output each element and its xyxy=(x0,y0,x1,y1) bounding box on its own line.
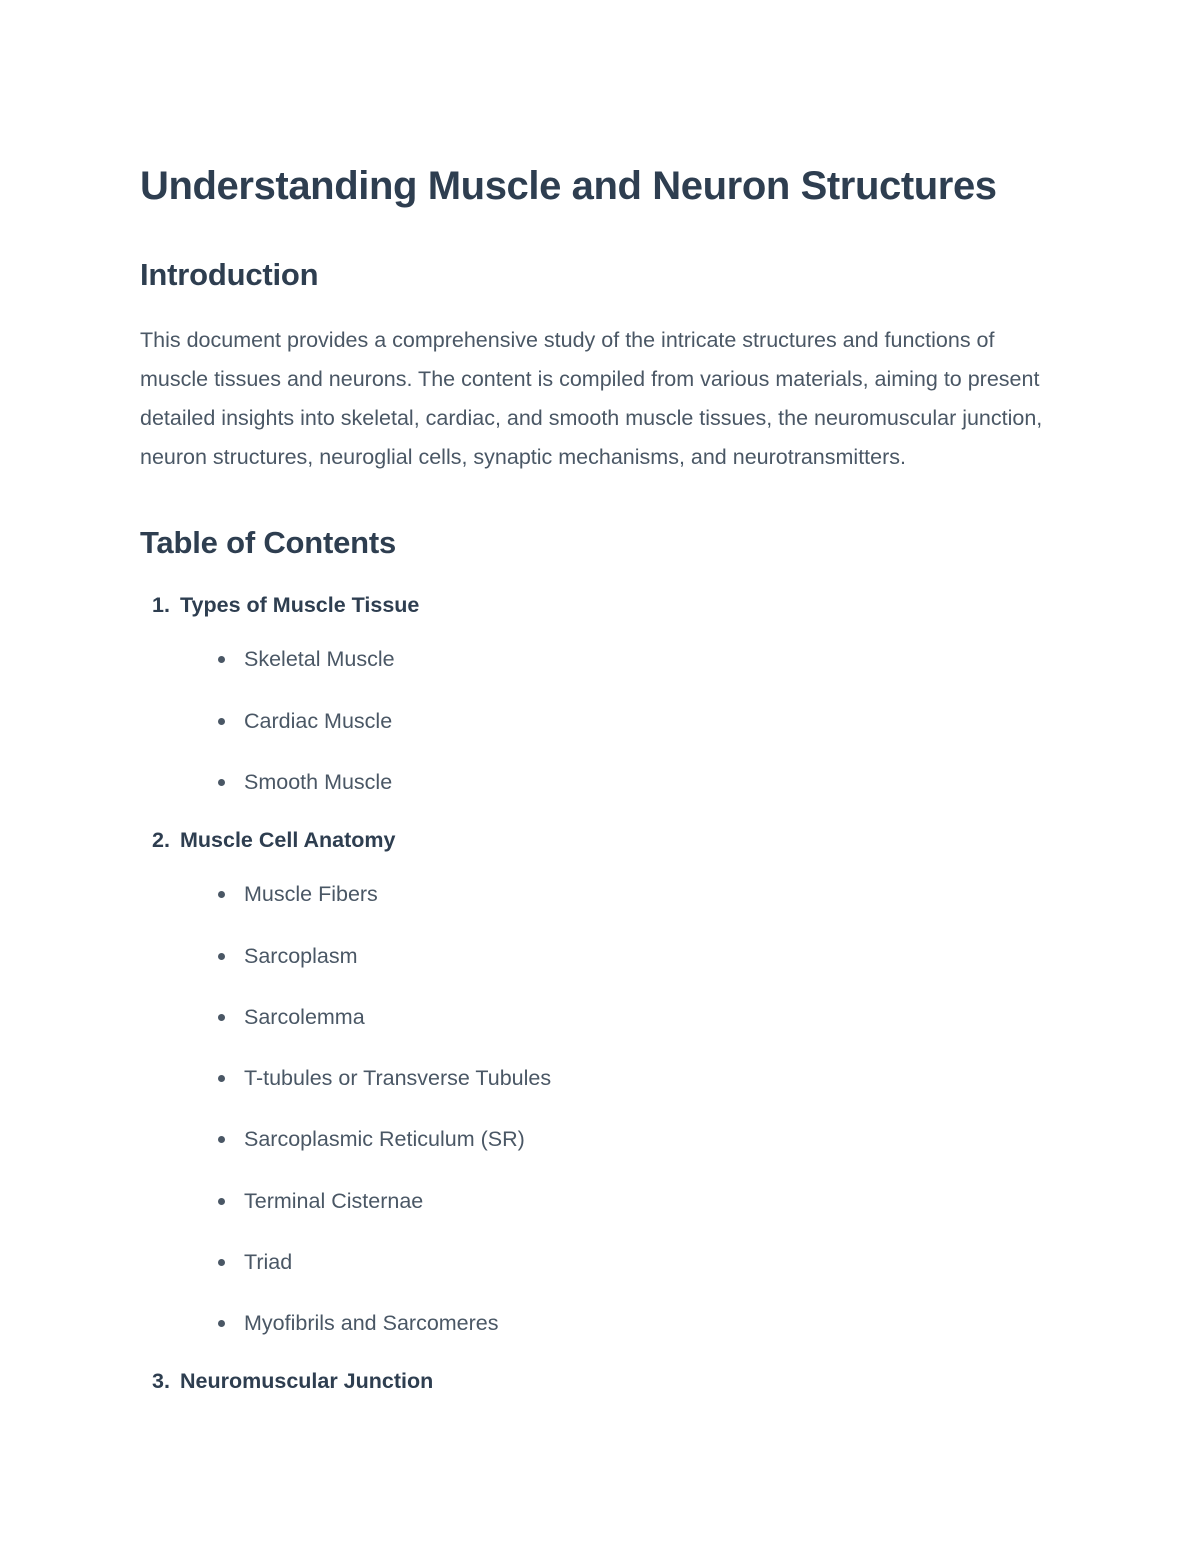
list-item-label: Cardiac Muscle xyxy=(244,708,393,733)
list-item[interactable]: Myofibrils and Sarcomeres xyxy=(218,1307,1060,1339)
page-title: Understanding Muscle and Neuron Structur… xyxy=(140,164,997,208)
list-item-label: Terminal Cisternae xyxy=(244,1188,424,1213)
toc-sublist: Skeletal Muscle Cardiac Muscle Smooth Mu… xyxy=(180,643,1060,798)
list-item-label: Sarcoplasmic Reticulum (SR) xyxy=(244,1127,525,1152)
list-item[interactable]: Muscle Fibers xyxy=(218,878,1060,910)
bullet-icon xyxy=(218,1197,225,1205)
bullet-icon xyxy=(218,717,225,725)
bullet-icon xyxy=(218,891,225,899)
list-item[interactable]: Terminal Cisternae xyxy=(218,1185,1060,1217)
list-item-label: Sarcolemma xyxy=(244,1004,365,1029)
list-item-label: Skeletal Muscle xyxy=(244,647,395,672)
bullet-icon xyxy=(218,1075,225,1083)
bullet-icon xyxy=(218,778,225,786)
toc-entry-types-of-muscle-tissue[interactable]: Types of Muscle Tissue Skeletal Muscle C… xyxy=(180,589,1060,798)
toc-entry-label[interactable]: Types of Muscle Tissue xyxy=(180,593,420,618)
list-item[interactable]: Sarcoplasm xyxy=(218,940,1060,972)
introduction-heading: Introduction xyxy=(140,256,319,292)
introduction-paragraph: This document provides a comprehensive s… xyxy=(140,328,1043,469)
bullet-icon xyxy=(218,1320,225,1328)
list-item-label: Sarcoplasm xyxy=(244,943,358,968)
toc-sublist: Muscle Fibers Sarcoplasm Sarcolemma T-tu… xyxy=(180,878,1060,1339)
toc-entry-neuromuscular-junction[interactable]: Neuromuscular Junction xyxy=(180,1365,1060,1397)
bullet-icon xyxy=(218,952,225,960)
list-item-label: Muscle Fibers xyxy=(244,882,378,907)
bullet-icon xyxy=(218,1136,225,1144)
list-item[interactable]: T-tubules or Transverse Tubules xyxy=(218,1062,1060,1094)
list-item-label: Triad xyxy=(244,1249,293,1274)
list-item[interactable]: Sarcoplasmic Reticulum (SR) xyxy=(218,1123,1060,1155)
list-item[interactable]: Smooth Muscle xyxy=(218,766,1060,798)
list-item-label: T-tubules or Transverse Tubules xyxy=(244,1066,552,1091)
list-item-label: Smooth Muscle xyxy=(244,769,393,794)
toc-entry-label[interactable]: Neuromuscular Junction xyxy=(180,1369,434,1394)
table-of-contents-list: Types of Muscle Tissue Skeletal Muscle C… xyxy=(140,589,1060,1398)
list-item[interactable]: Sarcolemma xyxy=(218,1001,1060,1033)
toc-entry-label[interactable]: Muscle Cell Anatomy xyxy=(180,828,396,853)
bullet-icon xyxy=(218,656,225,664)
bullet-icon xyxy=(218,1258,225,1266)
bullet-icon xyxy=(218,1013,225,1021)
list-item[interactable]: Cardiac Muscle xyxy=(218,705,1060,737)
table-of-contents-heading: Table of Contents xyxy=(140,524,397,560)
toc-entry-muscle-cell-anatomy[interactable]: Muscle Cell Anatomy Muscle Fibers Sarcop… xyxy=(180,824,1060,1339)
list-item-label: Myofibrils and Sarcomeres xyxy=(244,1311,499,1336)
list-item[interactable]: Triad xyxy=(218,1246,1060,1278)
list-item[interactable]: Skeletal Muscle xyxy=(218,643,1060,675)
